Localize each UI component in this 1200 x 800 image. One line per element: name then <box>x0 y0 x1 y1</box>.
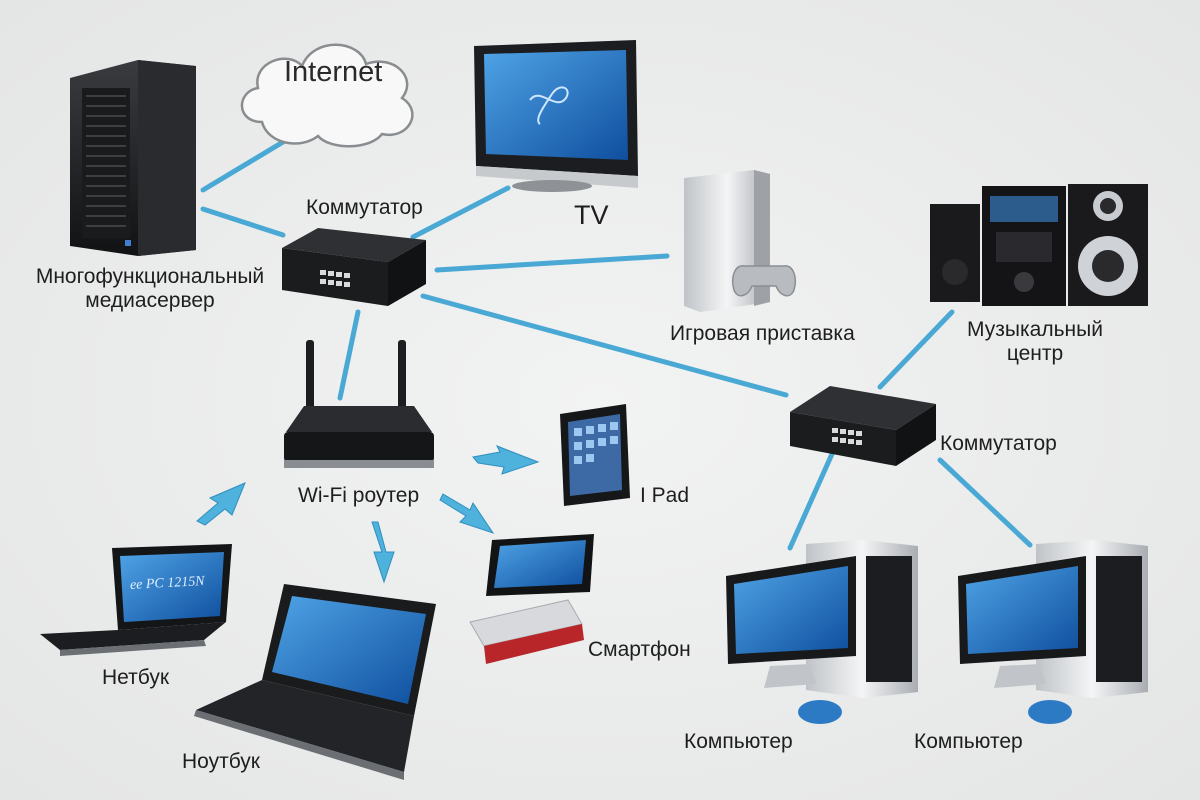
music-center-label: Музыкальный центр <box>958 318 1112 366</box>
tv-icon <box>474 40 638 192</box>
music-center-label-line-1: Музыкальный <box>967 318 1103 341</box>
media-server-label-line-2: медиасервер <box>85 289 215 312</box>
wireless-links <box>196 445 540 584</box>
internet-cloud-icon <box>240 43 414 148</box>
switch-right-label: Коммутатор <box>940 432 1057 455</box>
wired-links <box>200 139 1033 551</box>
smartphone-label: Смартфон <box>588 638 691 661</box>
computer-1-icon <box>726 540 918 724</box>
wifi-router-label: Wi-Fi роутер <box>298 484 420 507</box>
link-switch-console <box>434 253 670 273</box>
switch-right-icon <box>790 386 936 466</box>
switch-top-icon <box>282 228 426 306</box>
computer-2-label: Компьютер <box>914 730 1023 753</box>
notebook-label: Ноутбук <box>182 750 260 773</box>
link-switch-pc1 <box>787 451 835 551</box>
link-switch-tv <box>410 185 511 240</box>
link-server-switch <box>200 206 286 238</box>
ipad-label: I Pad <box>640 484 690 507</box>
netbook-icon <box>40 544 232 656</box>
smartphone-icon <box>469 534 594 664</box>
music-center-label-line-2: центр <box>1006 342 1064 365</box>
tv-label: TV <box>574 200 609 230</box>
internet-label: Internet <box>284 56 383 88</box>
wireless-arrow-netbook <box>196 482 246 526</box>
computer-2-icon <box>958 540 1148 724</box>
game-console-icon <box>684 170 796 312</box>
wifi-router-icon <box>284 340 434 468</box>
media-server-label: Многофункциональный медиасервер <box>30 265 270 313</box>
media-server-icon <box>70 60 196 256</box>
switch-top-label: Коммутатор <box>306 196 423 219</box>
wireless-arrow-smartphone <box>439 493 495 534</box>
ipad-icon <box>560 404 630 506</box>
wireless-arrow-ipad <box>472 445 540 475</box>
link-switch-switch <box>420 293 789 398</box>
media-server-label-line-1: Многофункциональный <box>35 265 265 288</box>
notebook-icon <box>194 584 436 780</box>
link-switch-music <box>877 309 955 390</box>
link-internet-server <box>200 139 286 193</box>
wireless-arrow-notebook <box>371 521 395 584</box>
netbook-label: Нетбук <box>102 666 170 689</box>
link-switch-router <box>337 309 361 401</box>
link-switch-pc2 <box>937 457 1033 548</box>
computer-1-label: Компьютер <box>684 730 793 753</box>
game-console-label: Игровая приставка <box>670 322 855 345</box>
music-center-icon <box>930 184 1148 306</box>
